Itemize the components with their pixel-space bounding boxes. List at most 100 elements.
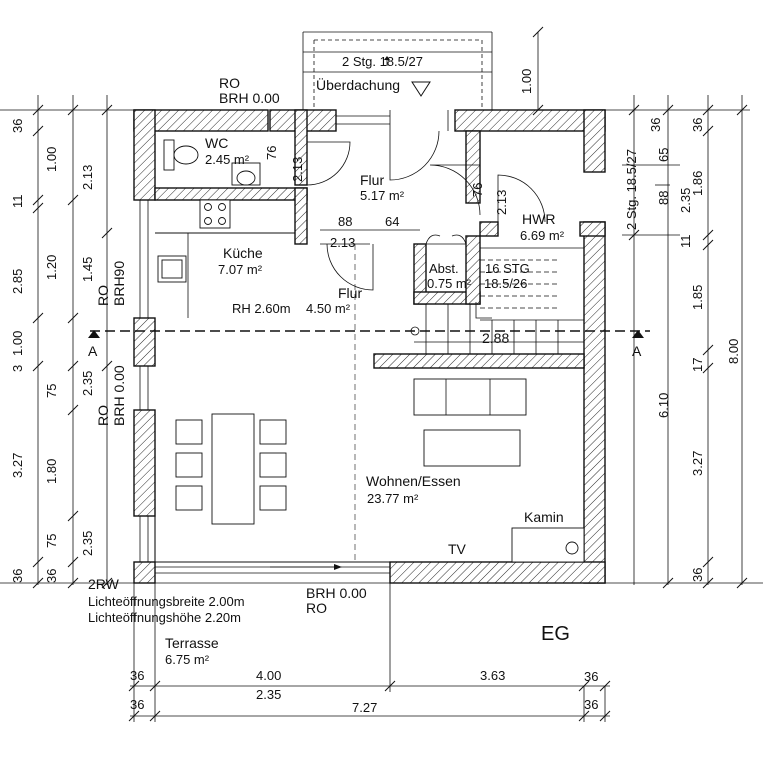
room-kueche-area: 7.07 m² bbox=[218, 262, 263, 277]
wall-flur-left bbox=[294, 109, 308, 186]
dimension-lines bbox=[0, 26, 763, 722]
door-hwr bbox=[429, 164, 481, 216]
wall-hwr-left bbox=[465, 130, 481, 204]
door-abst bbox=[425, 234, 467, 245]
room-flur1-name: Flur bbox=[360, 172, 384, 188]
wall-left-top bbox=[133, 109, 156, 201]
stairs bbox=[410, 247, 584, 354]
toilet-icon bbox=[173, 145, 199, 165]
label-2rw: 2RW bbox=[88, 576, 120, 592]
label-stair-length: 2.88 bbox=[482, 330, 509, 346]
label-tv: TV bbox=[448, 541, 467, 557]
label-licht-hoehe: Lichteöffnungshöhe 2.20m bbox=[88, 610, 241, 625]
room-abst-area: 0.75 m² bbox=[427, 276, 472, 291]
fireplace-icon bbox=[565, 541, 579, 555]
dim-left-mid-365: 36 bbox=[44, 569, 59, 583]
doors bbox=[306, 130, 546, 291]
label-ro-top: RO bbox=[219, 75, 240, 91]
canopy bbox=[302, 31, 493, 110]
wall-left-bottom bbox=[133, 561, 156, 584]
dim-left-outer-365a: 36 bbox=[10, 119, 25, 133]
dim-bottom-235: 2.35 bbox=[256, 687, 281, 702]
dim-left-inner-145: 1.45 bbox=[80, 257, 95, 282]
door-entry bbox=[389, 130, 440, 181]
wall-top-right bbox=[454, 109, 606, 132]
wall-bottom-right bbox=[389, 561, 606, 584]
dim-right-800: 8.00 bbox=[726, 339, 741, 364]
label-rh: RH 2.60m bbox=[232, 301, 291, 316]
dim-right-235: 2.35 bbox=[678, 188, 693, 213]
dim-left-outer-1005: 1.00 bbox=[10, 331, 25, 356]
label-brh-bottom: BRH 0.00 bbox=[306, 585, 367, 601]
dim-right-885: 88 bbox=[656, 191, 671, 205]
wc-sink-icon bbox=[236, 170, 256, 186]
wall-wc-bottom bbox=[154, 187, 308, 201]
room-hwr-area: 6.69 m² bbox=[520, 228, 565, 243]
label-stg-16: 16 STG bbox=[485, 261, 530, 276]
dim-right-185: 1.85 bbox=[690, 285, 705, 310]
dim-right-365a: 36 bbox=[648, 118, 663, 132]
dim-bottom-365d: 36 bbox=[584, 669, 598, 684]
wall-flur-left-low bbox=[294, 187, 308, 245]
dim-left-outer-365b: 36 bbox=[10, 569, 25, 583]
room-wc-name: WC bbox=[205, 135, 228, 151]
dim-right-327: 3.27 bbox=[690, 451, 705, 476]
dim-right-175: 17 bbox=[690, 358, 705, 372]
furniture bbox=[157, 139, 585, 563]
dim-213c: 2.13 bbox=[494, 190, 509, 215]
label-ro-left2: RO bbox=[95, 405, 111, 426]
dining-table bbox=[211, 413, 255, 525]
room-wc-area: 2.45 m² bbox=[205, 152, 250, 167]
wall-right-top bbox=[583, 109, 606, 173]
dim-right-610: 6.10 bbox=[656, 393, 671, 418]
left-windows bbox=[139, 200, 149, 562]
dim-left-mid-75b: 75 bbox=[44, 534, 59, 548]
floor-label: EG bbox=[541, 623, 570, 645]
dim-left-outer-115: 11 bbox=[10, 195, 25, 209]
dim-left-outer-3: 3 bbox=[10, 365, 25, 372]
dim-right-186: 1.86 bbox=[690, 171, 705, 196]
room-wohnen-area: 23.77 m² bbox=[367, 491, 419, 506]
dim-left-mid-180: 1.80 bbox=[44, 459, 59, 484]
label-ro-bottom: RO bbox=[306, 600, 327, 616]
walls bbox=[133, 109, 606, 584]
dim-645: 64 bbox=[385, 214, 399, 229]
label-licht-breite: Lichteöffnungsbreite 2.00m bbox=[88, 594, 245, 609]
dim-213a: 2.13 bbox=[290, 157, 305, 182]
dim-76b: 76 bbox=[470, 183, 485, 197]
stove-icon bbox=[199, 199, 231, 229]
dim-left-inner-213: 2.13 bbox=[80, 165, 95, 190]
room-wohnen-name: Wohnen/Essen bbox=[366, 473, 461, 489]
dim-left-inner-235b: 2.35 bbox=[80, 531, 95, 556]
dim-bottom-727: 7.27 bbox=[352, 700, 377, 715]
arrow-down-icon bbox=[411, 81, 431, 97]
wall-left-low bbox=[133, 409, 156, 517]
label-brh-left1: BRH90 bbox=[111, 261, 127, 306]
label-stg-16-ratio: 18.5/26 bbox=[484, 276, 527, 291]
room-flur2-area: 4.50 m² bbox=[306, 301, 351, 316]
dim-right-365c: 36 bbox=[690, 118, 705, 132]
door-wc bbox=[306, 141, 351, 186]
dim-right-365b: 36 bbox=[690, 568, 705, 582]
wall-left-mid bbox=[133, 317, 156, 367]
room-kueche-name: Küche bbox=[223, 245, 263, 261]
label-ueberdachung: Überdachung bbox=[316, 76, 400, 93]
dim-left-inner-235a: 2.35 bbox=[80, 371, 95, 396]
room-hwr-name: HWR bbox=[522, 211, 555, 227]
door-flur bbox=[326, 243, 374, 291]
label-stg-right: 2 Stg. 18.5/27 bbox=[624, 149, 639, 230]
dim-left-mid-100: 1.00 bbox=[44, 147, 59, 172]
dim-76a: 76 bbox=[264, 146, 279, 160]
label-ro-left1: RO bbox=[95, 285, 111, 306]
dim-right-65: 65 bbox=[656, 148, 671, 162]
label-brh-left2: BRH 0.00 bbox=[111, 365, 127, 426]
dim-bottom-400: 4.00 bbox=[256, 668, 281, 683]
dim-bottom-3635: 3.63 bbox=[480, 668, 505, 683]
coffee-table bbox=[423, 429, 521, 467]
label-stg-top: 2 Stg. 18.5/27 bbox=[342, 54, 423, 69]
label-brh-top: BRH 0.00 bbox=[219, 90, 280, 106]
label-kamin: Kamin bbox=[524, 509, 564, 525]
wall-hwr-bottom-a bbox=[479, 221, 499, 237]
sofa bbox=[413, 378, 527, 416]
